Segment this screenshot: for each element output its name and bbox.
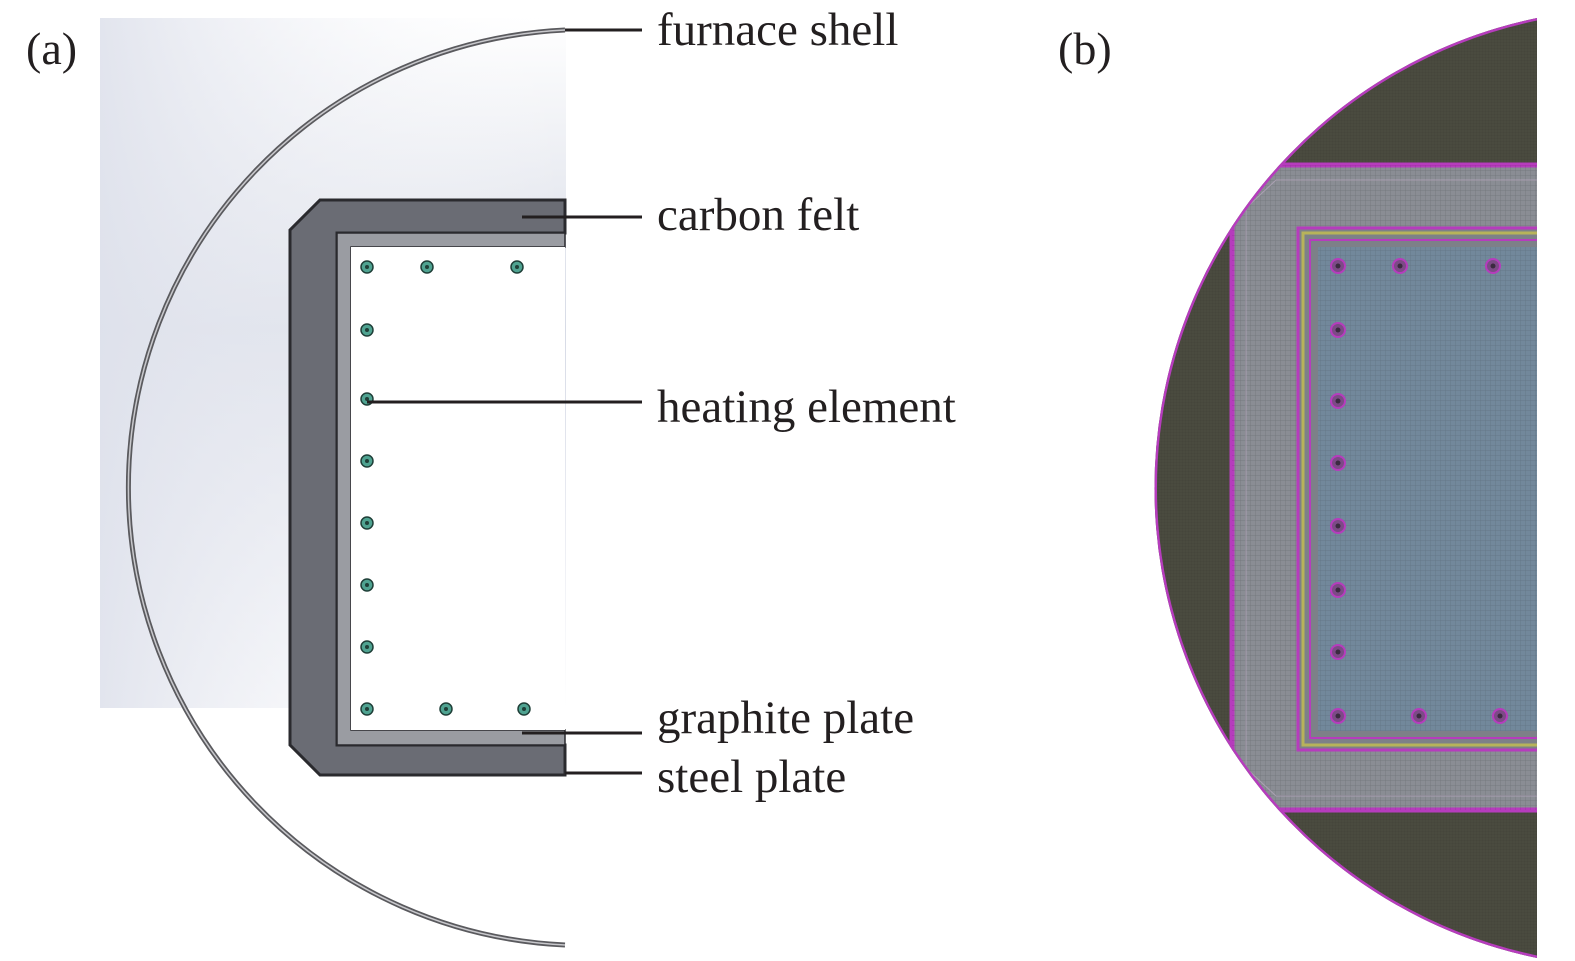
heating-element-mesh <box>1330 518 1346 534</box>
heating-element <box>517 702 531 716</box>
graphite-plate-label: graphite plate <box>657 692 914 744</box>
heating-elements-a <box>360 260 531 716</box>
heating-element-mesh <box>1330 258 1346 274</box>
heating-element-mesh <box>1392 258 1408 274</box>
mesh-domain <box>1154 18 1537 958</box>
heating-element <box>420 260 434 274</box>
heating-element <box>510 260 524 274</box>
carbon-felt-label: carbon felt <box>657 189 859 241</box>
heating-elements-b <box>1330 258 1508 724</box>
heating-element-mesh <box>1330 644 1346 660</box>
heating-element <box>360 516 374 530</box>
heating-element-label: heating element <box>657 381 956 433</box>
heating-element <box>360 454 374 468</box>
heating-element-mesh <box>1330 708 1346 724</box>
heating-element <box>360 702 374 716</box>
panel-a: furnace shell carbon felt heating elemen… <box>26 4 956 948</box>
heating-element <box>360 260 374 274</box>
panel-b-label: (b) <box>1058 23 1112 74</box>
heating-element <box>360 578 374 592</box>
inner-chamber <box>351 247 565 730</box>
heating-element-mesh <box>1330 455 1346 471</box>
panel-b: (b) <box>1058 18 1537 958</box>
steel-plate-label: steel plate <box>657 751 846 803</box>
heating-element-mesh <box>1411 708 1427 724</box>
heating-element-mesh <box>1492 708 1508 724</box>
heating-element <box>439 702 453 716</box>
heating-element-mesh <box>1330 393 1346 409</box>
heating-element-mesh <box>1485 258 1501 274</box>
heating-element <box>360 640 374 654</box>
heating-element-mesh <box>1330 582 1346 598</box>
heating-element-mesh <box>1330 322 1346 338</box>
panel-a-label: (a) <box>26 23 77 74</box>
heating-element <box>360 323 374 337</box>
furnace-shell-label: furnace shell <box>657 4 898 56</box>
